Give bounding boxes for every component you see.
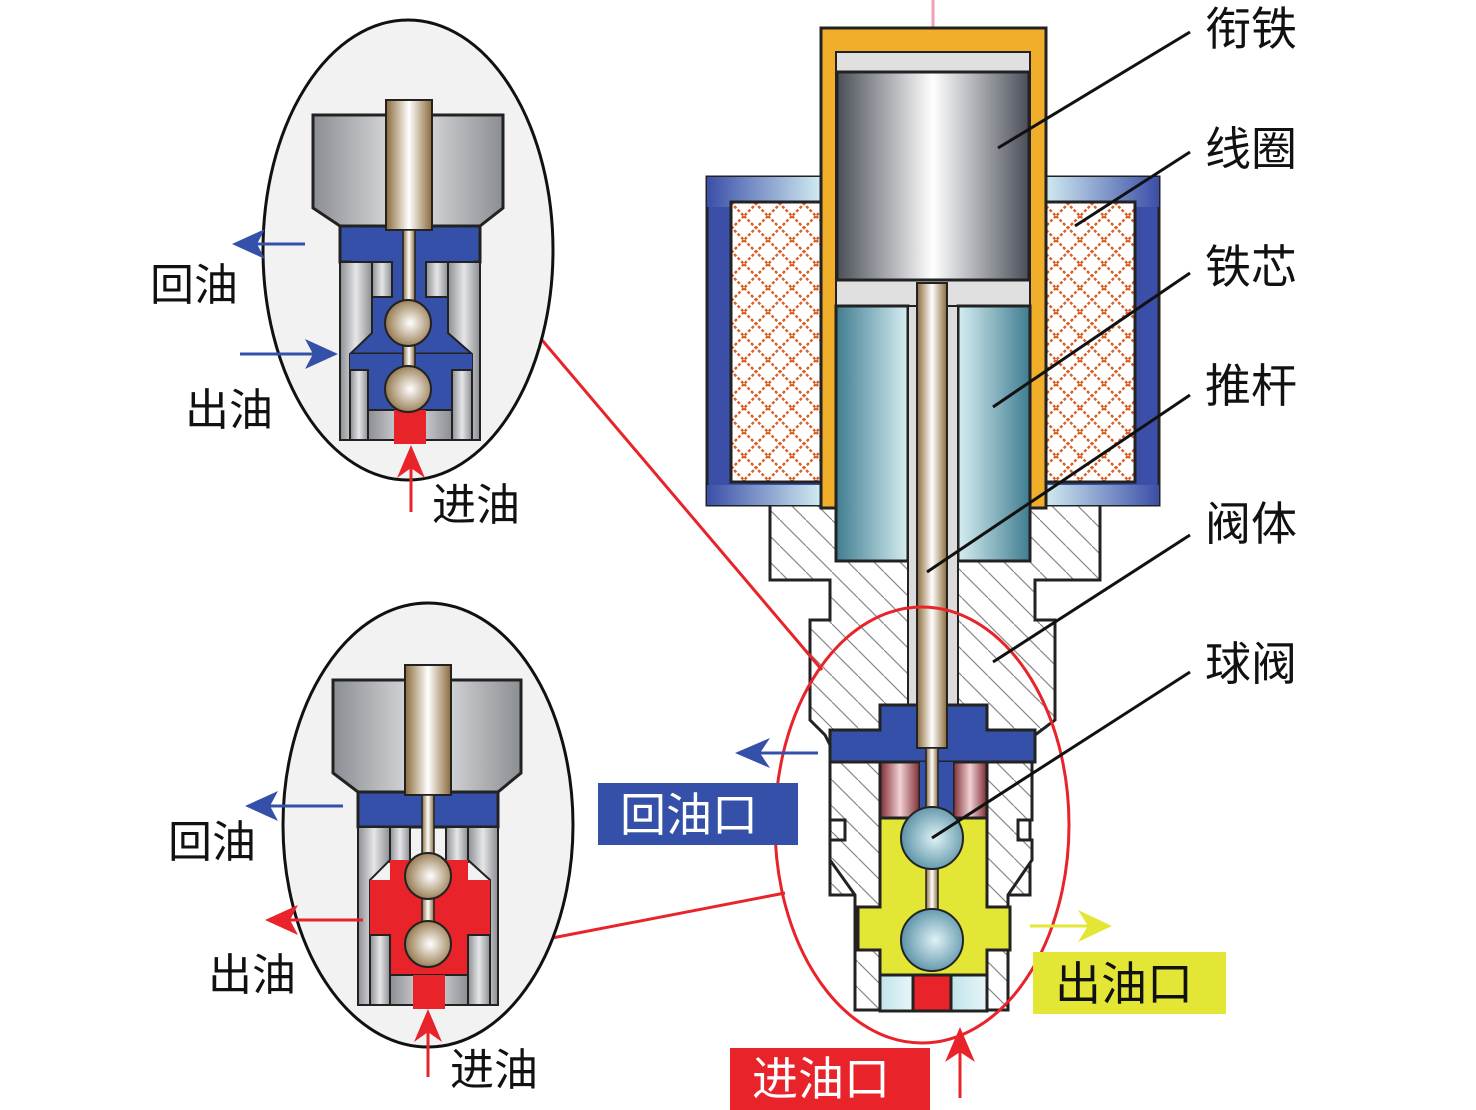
arrow-up-icon	[945, 1027, 975, 1062]
detail-bottom-inlet-label: 进油	[450, 1045, 538, 1096]
arrow-left-icon	[232, 229, 265, 259]
arrow-left-icon	[245, 791, 278, 821]
detail-top-return-label: 回油	[150, 260, 238, 311]
arrow-right-icon	[305, 339, 338, 369]
callout-push-rod: 推杆	[1205, 359, 1297, 413]
inlet-port-label: 进油口	[752, 1052, 890, 1106]
detail-energized: 回油 出油 进油	[168, 601, 575, 1096]
connector-top	[540, 339, 824, 671]
arrow-up-icon	[397, 445, 425, 478]
outlet-port-label: 出油口	[1055, 957, 1193, 1011]
inlet-port-group: 进油口	[730, 1027, 975, 1110]
arrow-left-icon	[735, 738, 770, 768]
outlet-port: 出油口	[1030, 910, 1226, 1014]
detail-top-outlet-label: 出油	[185, 385, 273, 436]
arrow-right-icon	[1078, 910, 1112, 942]
iron-core-right	[956, 304, 1032, 563]
callout-armature: 衔铁	[1205, 2, 1297, 56]
callout-coil: 线圈	[1205, 122, 1297, 176]
ball-lower	[900, 908, 964, 972]
callout-iron-core: 铁芯	[1205, 240, 1297, 294]
inlet-port	[911, 973, 953, 1013]
arrow-up-icon	[414, 1009, 442, 1042]
leader-lines	[926, 30, 1191, 840]
detail-top-inlet-label: 进油	[432, 480, 520, 531]
detail-bottom-return-label: 回油	[168, 817, 256, 868]
coil-winding-left	[729, 200, 825, 484]
main-valve	[705, 0, 1161, 1013]
arrow-left-icon	[265, 905, 298, 935]
callout-ball-valve: 球阀	[1205, 637, 1297, 691]
armature	[835, 70, 1031, 282]
detail-de-energized: 回油 出油 进油	[150, 18, 555, 531]
push-rod	[916, 282, 948, 749]
detail-bottom-outlet-label: 出油	[208, 950, 296, 1001]
callout-valve-body: 阀体	[1205, 497, 1297, 551]
return-port-label: 回油口	[620, 788, 758, 842]
iron-core-left	[834, 304, 910, 563]
return-port: 回油口	[598, 738, 818, 845]
connector-bottom	[551, 891, 786, 940]
